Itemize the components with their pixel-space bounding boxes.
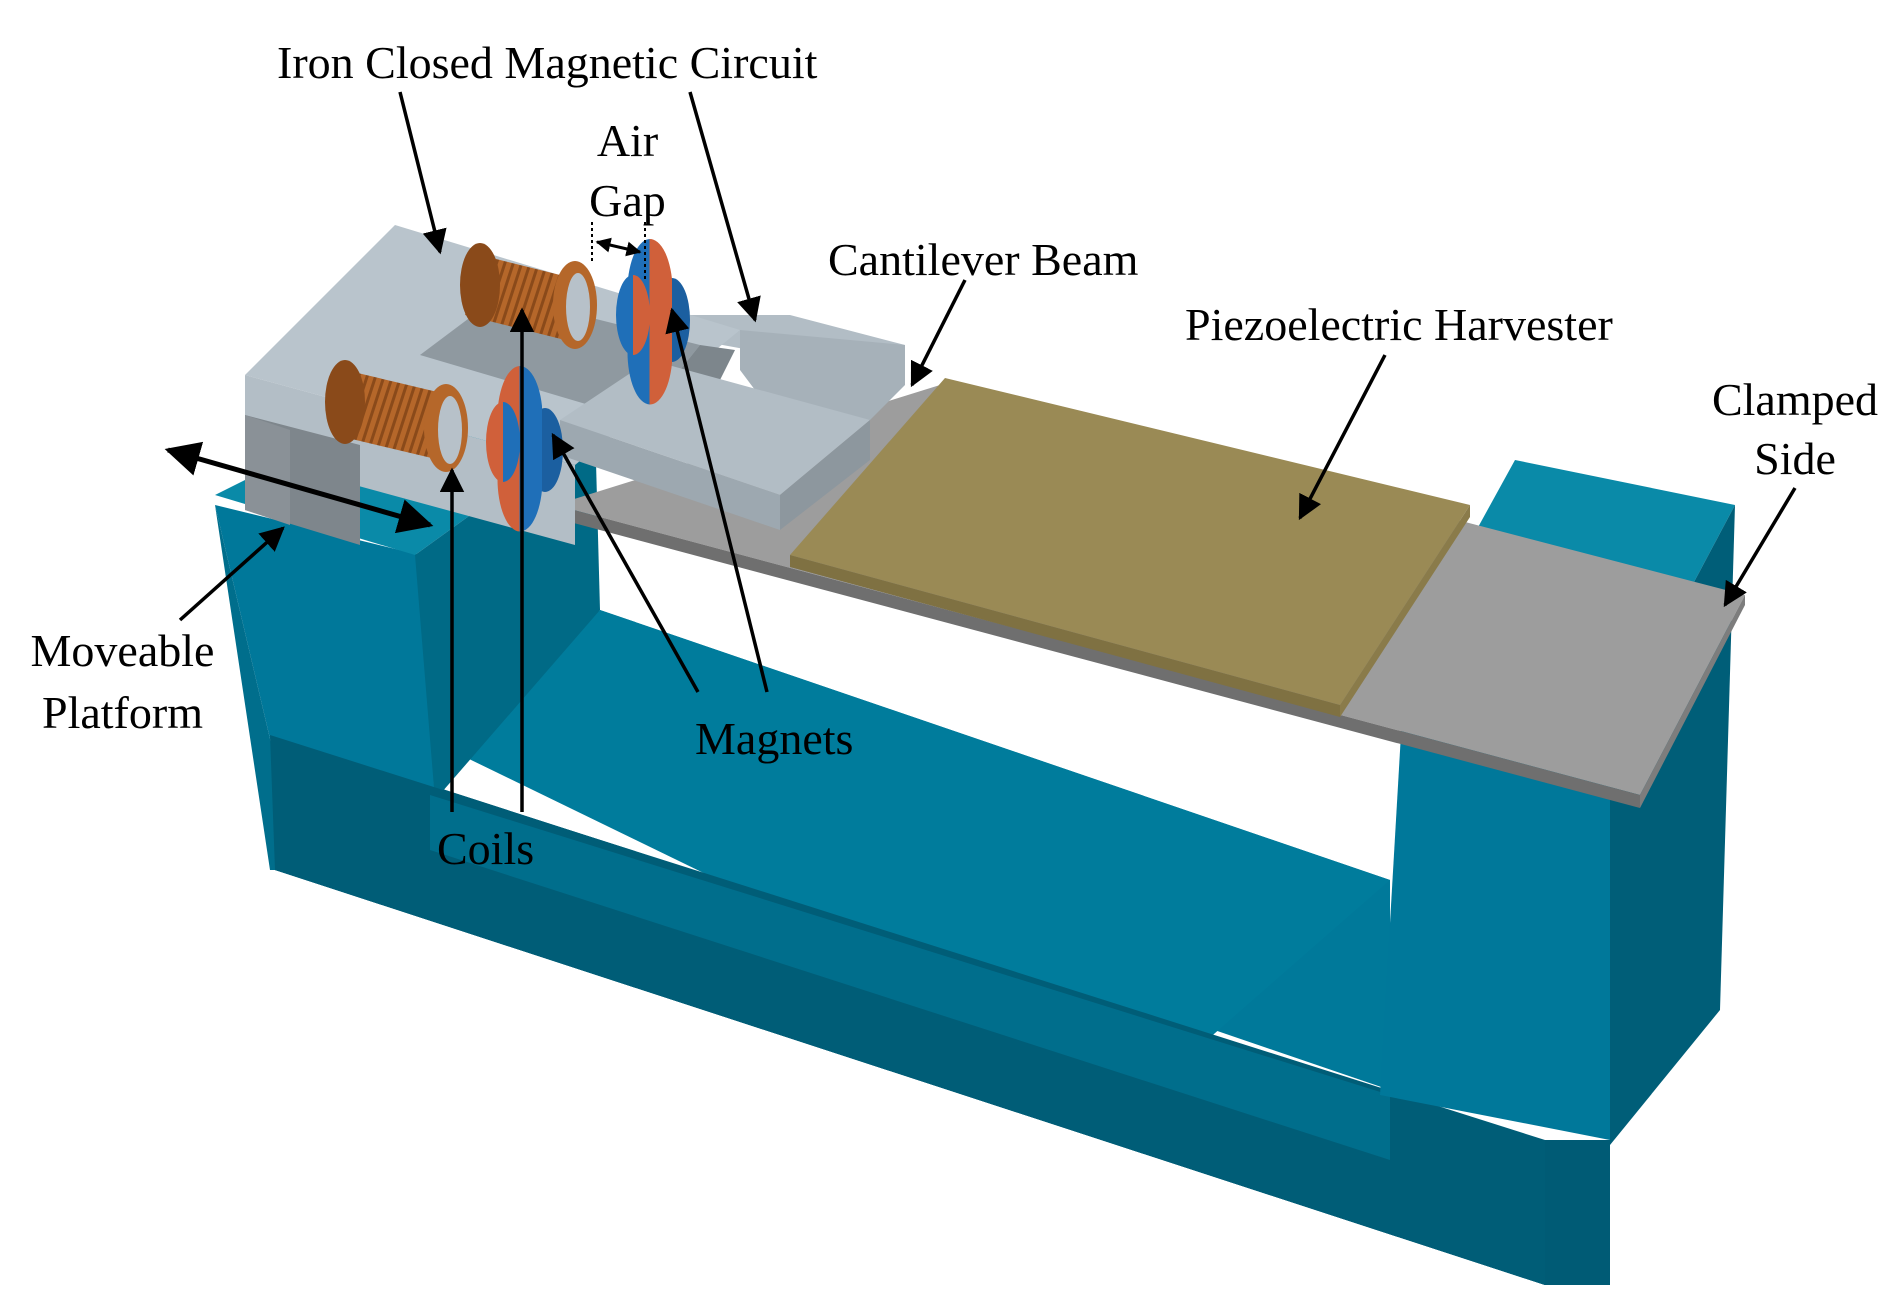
arrow-iron-left bbox=[398, 91, 447, 255]
arrow-clamped bbox=[1723, 487, 1797, 608]
label-iron-circuit: Iron Closed Magnetic Circuit bbox=[277, 37, 818, 88]
label-magnets: Magnets bbox=[695, 713, 854, 764]
arrow-piezo bbox=[1298, 354, 1387, 521]
label-air-gap-2: Gap bbox=[589, 175, 666, 226]
label-moveable-2: Platform bbox=[42, 687, 203, 738]
label-cantilever-beam: Cantilever Beam bbox=[828, 234, 1139, 285]
coil-lower bbox=[325, 360, 468, 472]
piezo-harvester bbox=[790, 378, 1470, 717]
air-gap-arrow bbox=[595, 237, 642, 257]
label-piezo-harvester: Piezoelectric Harvester bbox=[1185, 299, 1613, 350]
arrow-magnet-upper bbox=[665, 307, 769, 693]
arrow-iron-right bbox=[688, 91, 761, 323]
label-coils: Coils bbox=[437, 823, 535, 874]
coil-upper bbox=[460, 243, 597, 349]
arrow-platform-motion bbox=[164, 441, 434, 534]
magnet-lower bbox=[486, 366, 563, 532]
arrow-platform bbox=[178, 526, 285, 622]
arrow-cantilever bbox=[910, 279, 967, 388]
annotation-arrows bbox=[164, 91, 1797, 812]
label-air-gap-1: Air bbox=[596, 115, 659, 166]
label-moveable-1: Moveable bbox=[30, 625, 215, 676]
arrow-magnet-lower bbox=[551, 432, 700, 693]
label-clamped-2: Side bbox=[1754, 433, 1836, 484]
label-clamped-1: Clamped bbox=[1711, 374, 1879, 425]
